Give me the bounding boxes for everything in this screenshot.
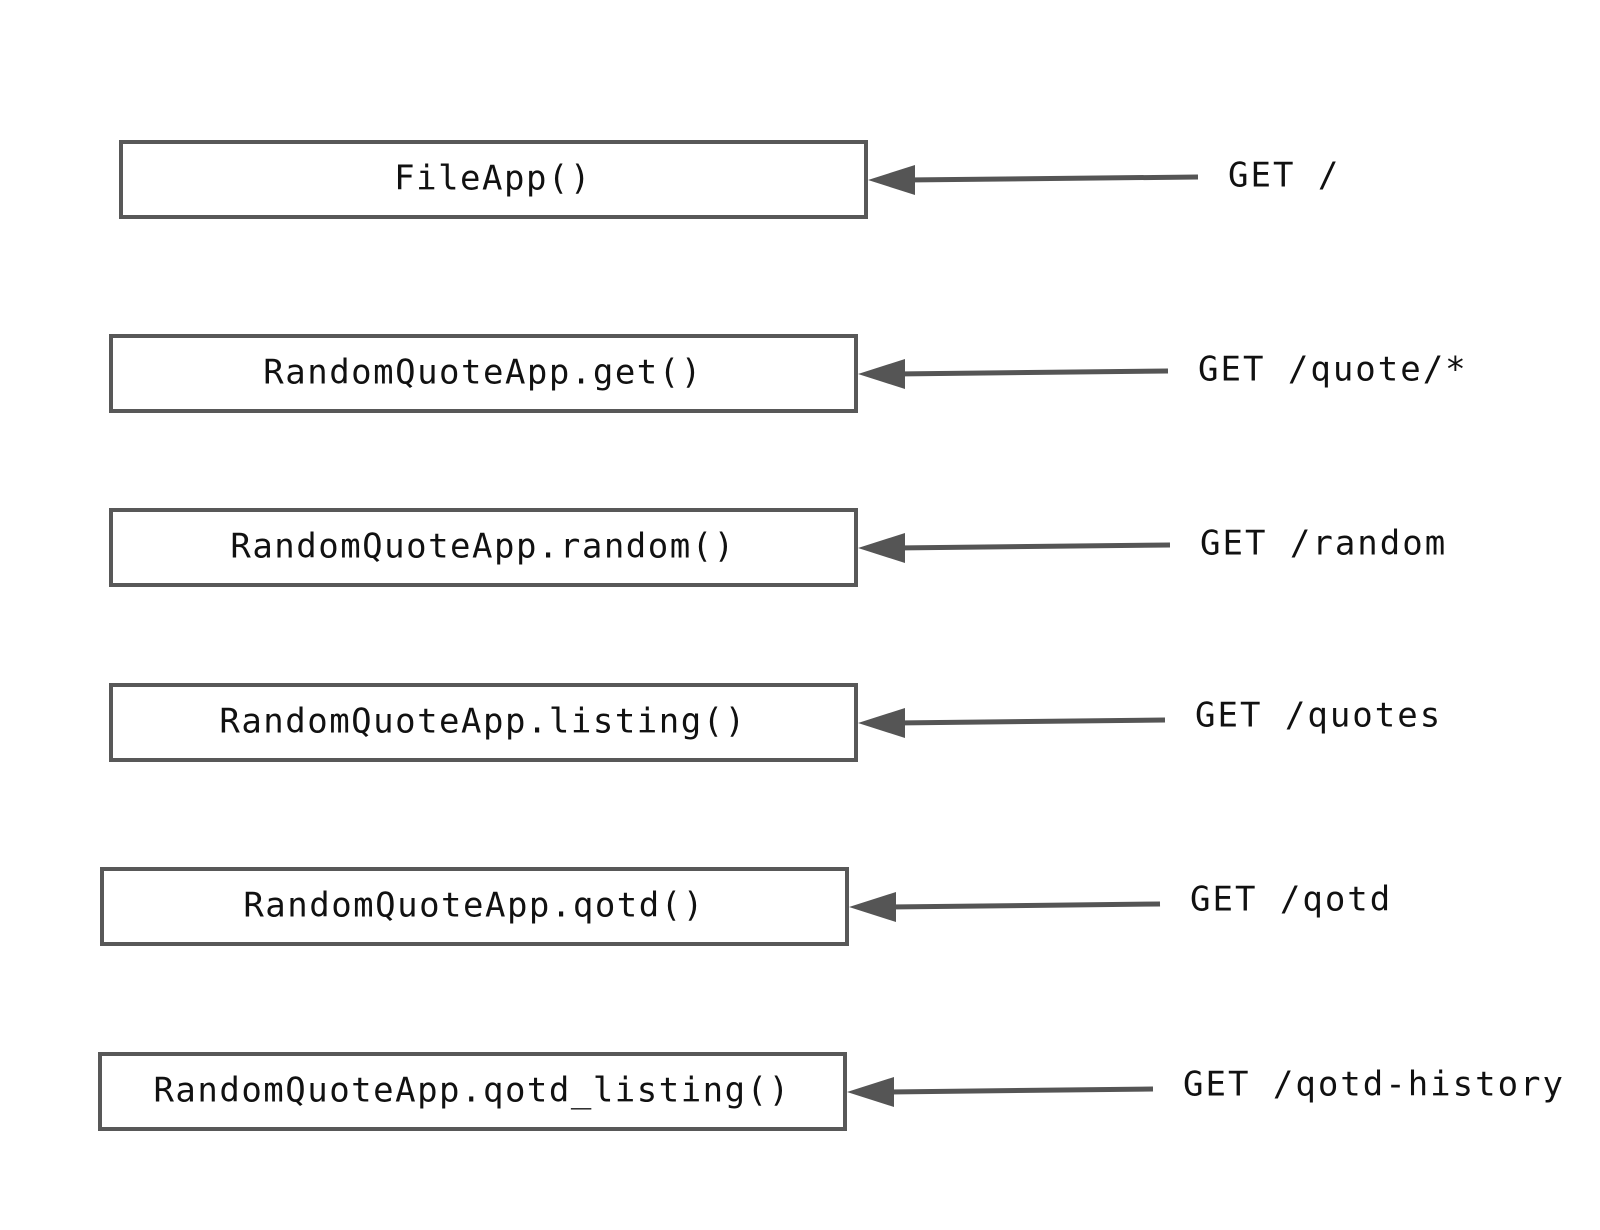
route-label: GET / bbox=[1228, 156, 1340, 196]
handler-label: RandomQuoteApp.listing() bbox=[219, 702, 746, 742]
route-row-file-app: FileApp() GET / bbox=[119, 140, 1340, 219]
handler-label: RandomQuoteApp.qotd_listing() bbox=[153, 1071, 790, 1111]
arrow-line bbox=[894, 542, 1171, 551]
route-row-qotd-listing: RandomQuoteApp.qotd_listing() GET /qotd-… bbox=[98, 1052, 1565, 1131]
route-row-listing: RandomQuoteApp.listing() GET /quotes bbox=[109, 683, 1442, 762]
handler-label: RandomQuoteApp.qotd() bbox=[243, 886, 704, 926]
arrow-head-icon bbox=[858, 359, 905, 389]
route-label: GET /qotd-history bbox=[1183, 1065, 1565, 1105]
route-row-qotd: RandomQuoteApp.qotd() GET /qotd bbox=[100, 867, 1392, 946]
arrow-head-icon bbox=[858, 533, 905, 563]
arrow-line bbox=[904, 174, 1199, 183]
route-label: GET /quote/* bbox=[1198, 350, 1468, 390]
arrow-line bbox=[894, 717, 1166, 726]
handler-box bbox=[100, 867, 849, 946]
arrow-head-icon bbox=[858, 708, 905, 738]
arrow-head-icon bbox=[847, 1077, 894, 1107]
handler-box bbox=[98, 1052, 847, 1131]
route-row-random: RandomQuoteApp.random() GET /random bbox=[109, 508, 1447, 587]
route-label: GET /quotes bbox=[1195, 696, 1442, 736]
handler-label: RandomQuoteApp.get() bbox=[263, 353, 702, 393]
arrow-line bbox=[883, 1086, 1154, 1095]
route-label: GET /qotd bbox=[1190, 880, 1392, 920]
route-label: GET /random bbox=[1200, 524, 1447, 564]
arrow-head-icon bbox=[849, 892, 896, 922]
handler-box bbox=[109, 508, 858, 587]
arrow-line bbox=[885, 901, 1161, 910]
arrow-head-icon bbox=[868, 165, 915, 195]
handler-box bbox=[109, 683, 858, 762]
handler-box bbox=[109, 334, 858, 413]
handler-label: RandomQuoteApp.random() bbox=[230, 527, 735, 567]
route-row-get: RandomQuoteApp.get() GET /quote/* bbox=[109, 334, 1468, 413]
handler-label: FileApp() bbox=[394, 159, 592, 199]
handler-box bbox=[119, 140, 868, 219]
arrow-line bbox=[894, 368, 1169, 377]
